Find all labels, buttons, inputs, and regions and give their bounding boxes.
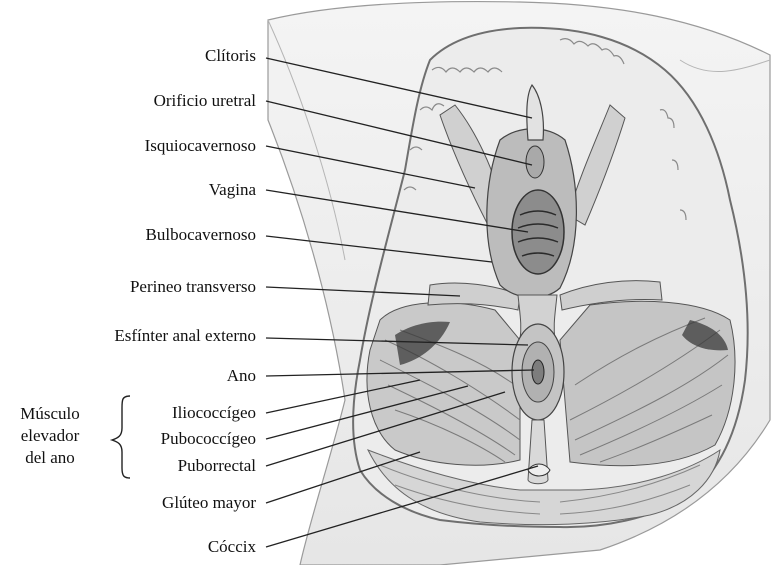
label-bulbocavernoso: Bulbocavernoso (146, 225, 256, 245)
levator-ani-right (560, 301, 735, 465)
label-clitoris: Clítoris (205, 46, 256, 66)
label-puborrectal: Puborrectal (178, 456, 256, 476)
group-line-2: elevador (10, 425, 90, 447)
label-gluteo-mayor: Glúteo mayor (162, 493, 256, 513)
anus-shape (532, 360, 544, 384)
group-line-3: del ano (10, 447, 90, 469)
label-vagina: Vagina (209, 180, 256, 200)
label-coccix: Cóccix (208, 537, 256, 557)
label-orificio-uretral: Orificio uretral (154, 91, 256, 111)
urethral-orifice-shape (526, 146, 544, 178)
group-brace (112, 396, 130, 478)
vagina-shape (512, 190, 564, 274)
label-ano: Ano (227, 366, 256, 386)
label-pubococcigeo: Pubococcígeo (161, 429, 256, 449)
group-line-1: Músculo (10, 403, 90, 425)
label-esfinter-anal-externo: Esfínter anal externo (114, 326, 256, 346)
label-isquiocavernoso: Isquiocavernoso (145, 136, 256, 156)
levator-ani-group-label: Músculo elevador del ano (10, 403, 90, 469)
label-iliococcigeo: Iliococcígeo (172, 403, 256, 423)
label-perineo-transverso: Perineo transverso (130, 277, 256, 297)
